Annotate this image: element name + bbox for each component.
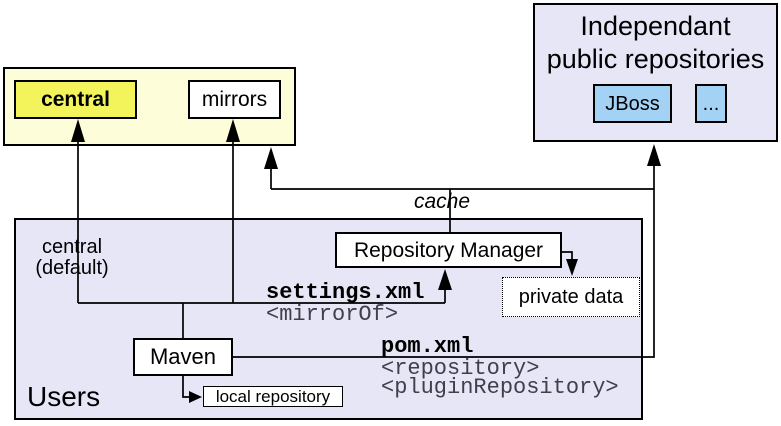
repository-manager-box: Repository Manager [335,232,562,268]
local-repository-label: local repository [215,387,331,406]
plugin-repository-tag-label: <pluginRepository> [381,375,619,400]
settings-xml-label: settings.xml [266,280,425,305]
independent-title-line2: public repositories [546,44,765,74]
mirrorof-tag-label: <mirrorOf> [266,302,399,327]
more-repos-label: ... [702,92,720,115]
mirrors-repo-label: mirrors [201,88,268,111]
repository-manager-label: Repository Manager [353,238,544,262]
local-repository-box: local repository [203,386,343,407]
jboss-repo-label: JBoss [605,92,660,115]
mirrors-repo-box: mirrors [188,80,281,119]
maven-box: Maven [133,338,233,376]
pom-xml-label: pom.xml [381,334,474,359]
maven-label: Maven [149,344,217,369]
central-default-line2: (default) [35,257,109,279]
repository-tag-label: <repository> [381,356,540,381]
central-repo-label: central [41,88,110,111]
cache-label: cache [414,190,471,213]
arrowhead-to-public-group [264,147,278,169]
central-repo-box: central [14,80,137,119]
private-data-label: private data [518,286,624,308]
central-default-label: central (default) [24,237,120,279]
arrowhead-to-independent [647,144,661,166]
independent-repos-title: Independant public repositories [535,5,776,76]
private-data-box: private data [502,277,640,317]
central-default-line1: central [41,236,103,258]
more-repos-box: ... [695,84,727,123]
independent-title-line1: Independant [580,11,731,41]
users-label: Users [27,381,101,412]
jboss-repo-box: JBoss [593,84,672,123]
